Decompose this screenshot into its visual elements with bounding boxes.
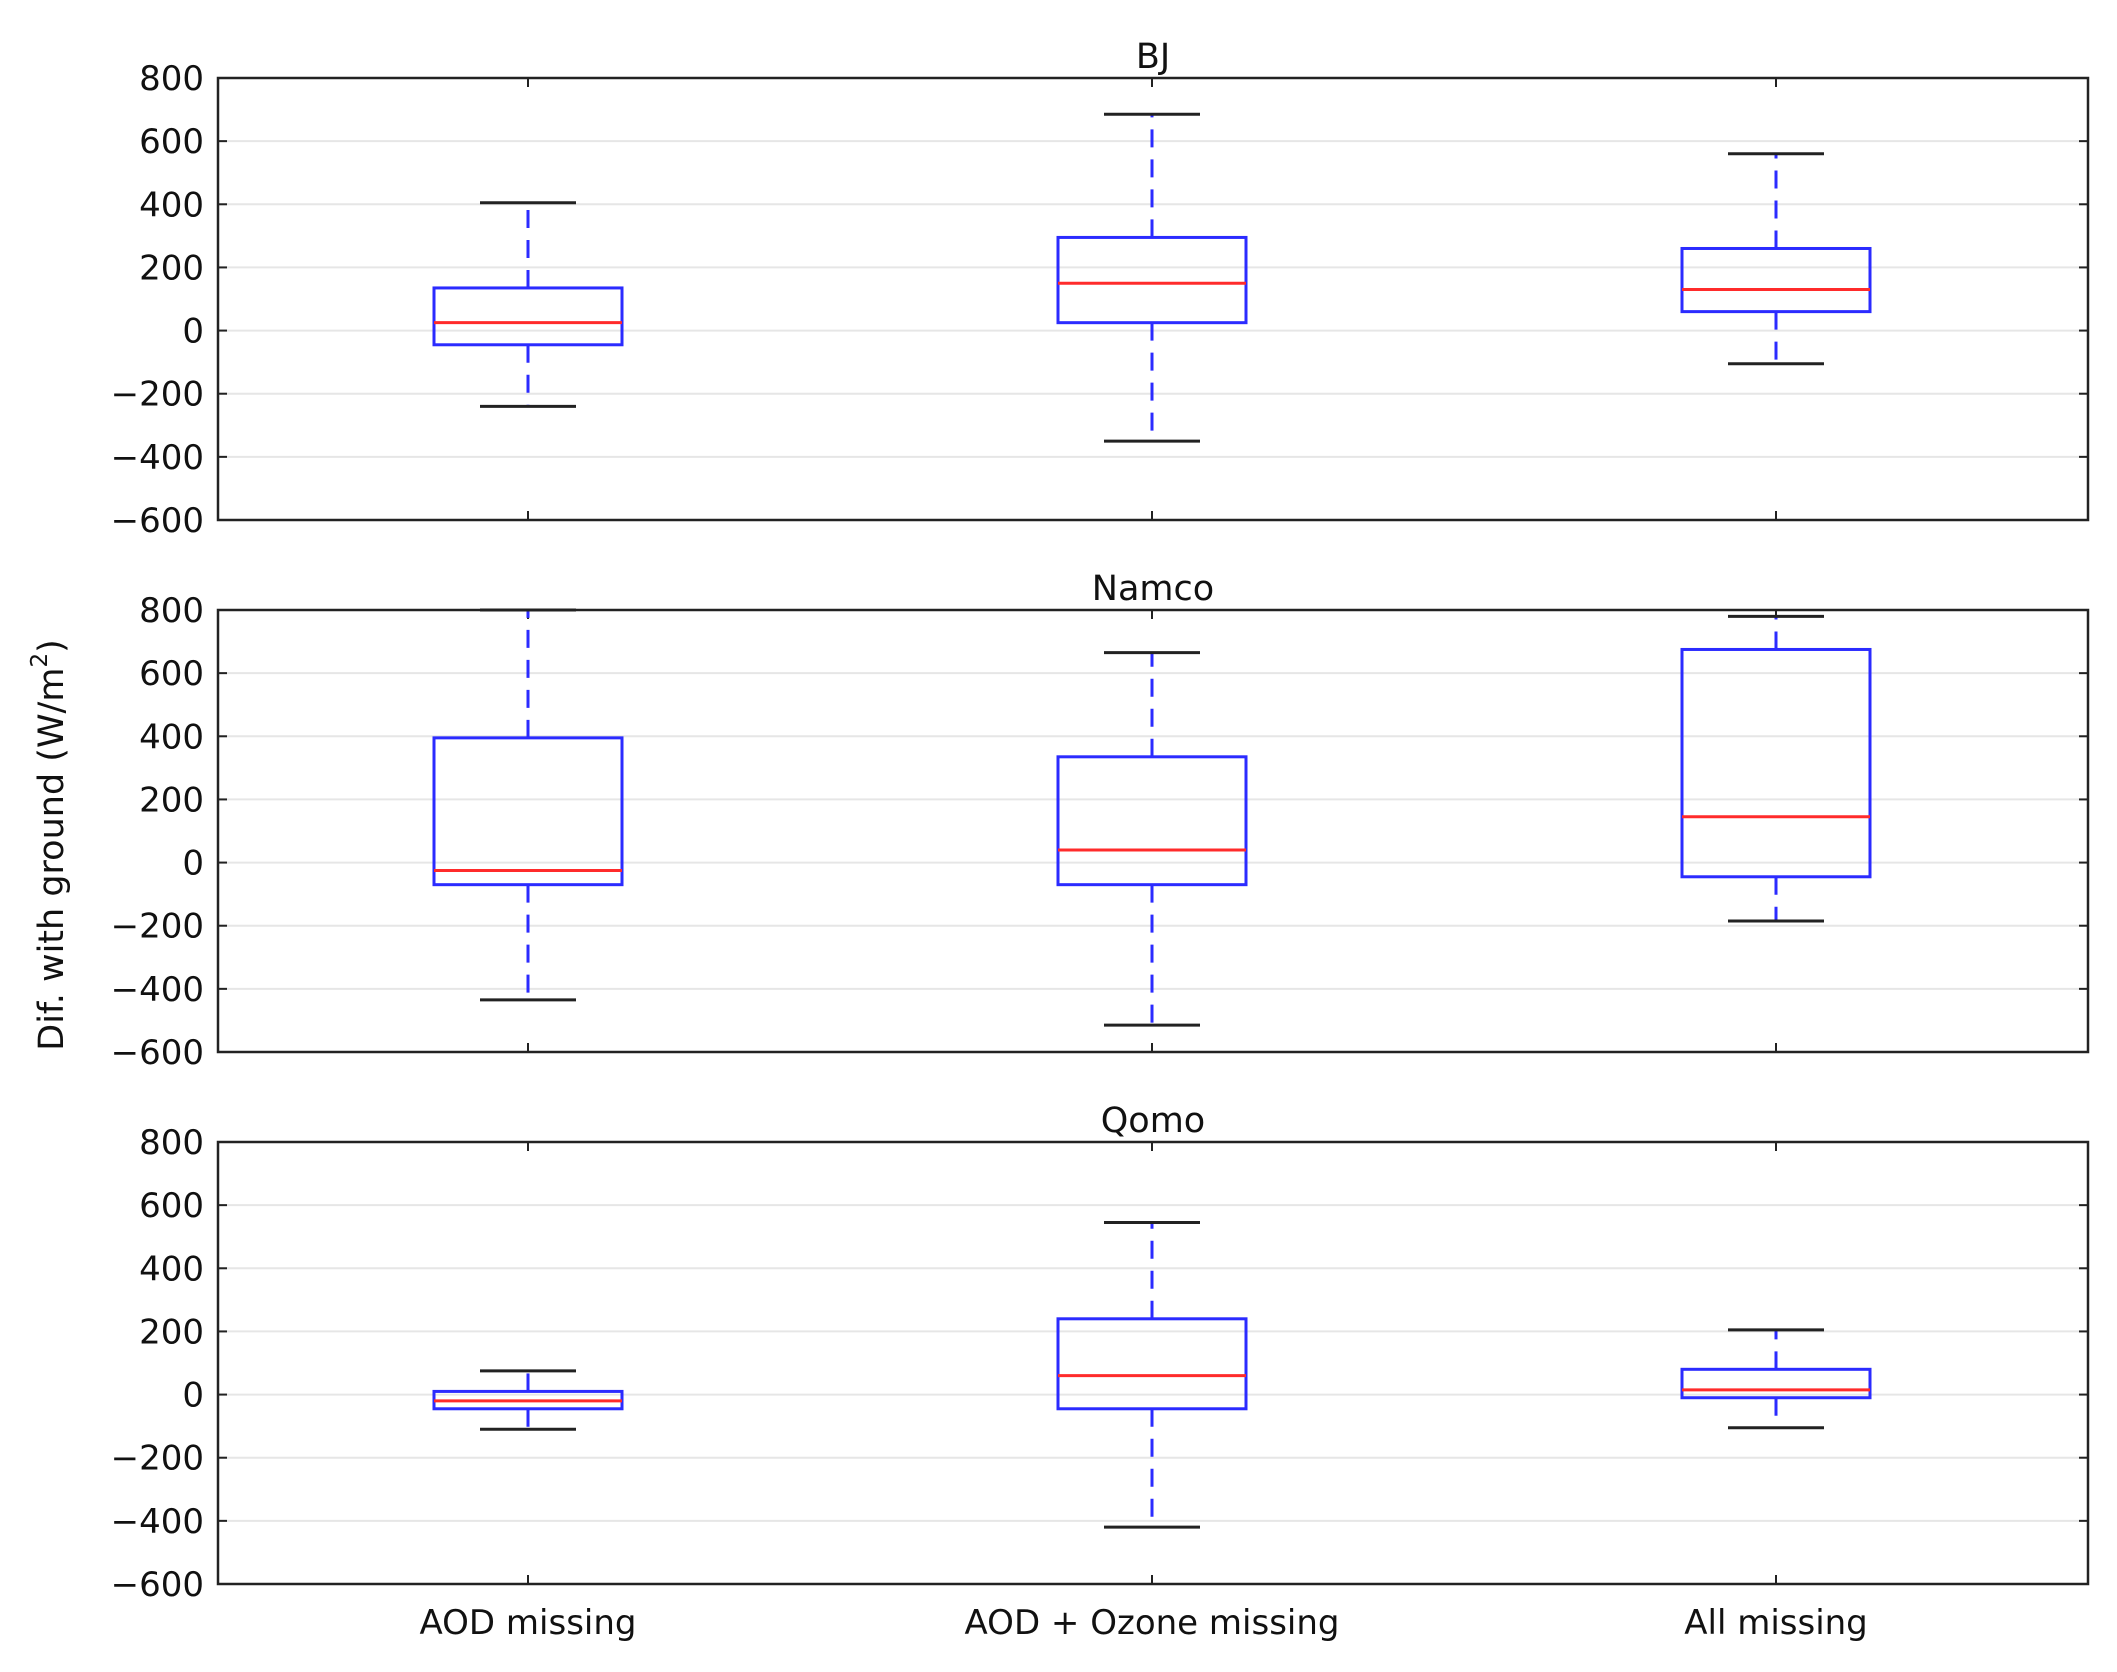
y-axis-label: Dif. with ground (W/m2) [27,639,72,1051]
y-tick-label: 600 [139,654,204,694]
y-tick-label: 800 [139,59,204,99]
plot-frame [216,76,2090,522]
y-tick-label: 0 [182,1376,204,1416]
panel-title: BJ [1136,37,1170,77]
panel-title: Qomo [1101,1101,1205,1141]
y-tick-label: −400 [111,1502,204,1542]
y-tick-label: −200 [111,375,204,415]
y-tick-label: 800 [139,591,204,631]
iqr-box [1056,1317,1248,1411]
x-tick-label: AOD + Ozone missing [965,1603,1340,1643]
box-1 [1056,112,1248,443]
iqr-box [1680,647,1872,879]
x-tick-label: All missing [1684,1603,1868,1643]
y-tick-label: 600 [139,1186,204,1226]
panel-1: 800 600 400 200 0 −200 −400 −600 Namco [111,569,2090,1073]
y-tick-label: 200 [139,780,204,820]
y-tick-label: −200 [111,907,204,947]
box-0 [432,201,624,408]
y-tick-label: 400 [139,1249,204,1289]
box-1 [1056,651,1248,1027]
iqr-box [1056,755,1248,887]
box-0 [432,608,624,1002]
iqr-box [432,736,624,887]
plot-frame [216,1140,2090,1586]
box-1 [1056,1221,1248,1529]
iqr-box [432,286,624,347]
y-tick-label: −600 [111,501,204,541]
y-tick-label: 200 [139,1312,204,1352]
y-tick-label: −400 [111,970,204,1010]
box-0 [432,1369,624,1431]
iqr-box [1680,1367,1872,1400]
y-tick-label: 400 [139,717,204,757]
y-tick-label: −600 [111,1565,204,1605]
iqr-box [1056,235,1248,325]
box-2 [1680,614,1872,923]
plot-frame [216,608,2090,1054]
y-tick-label: −600 [111,1033,204,1073]
panel-0: 800 600 400 200 0 −200 −400 −600 BJ [111,37,2090,541]
y-tick-label: −200 [111,1439,204,1479]
panel-title: Namco [1092,569,1214,609]
y-tick-label: 600 [139,122,204,162]
panels: 800 600 400 200 0 −200 −400 −600 BJ 800 600 400 200 0… [111,37,2090,1643]
y-tick-label: 400 [139,185,204,225]
iqr-box [1680,246,1872,314]
box-2 [1680,152,1872,366]
box-2 [1680,1328,1872,1430]
y-tick-label: 800 [139,1123,204,1163]
y-tick-label: 200 [139,248,204,288]
y-tick-label: −400 [111,438,204,478]
y-tick-label: 0 [182,844,204,884]
x-tick-label: AOD missing [420,1603,637,1643]
y-tick-label: 0 [182,312,204,352]
